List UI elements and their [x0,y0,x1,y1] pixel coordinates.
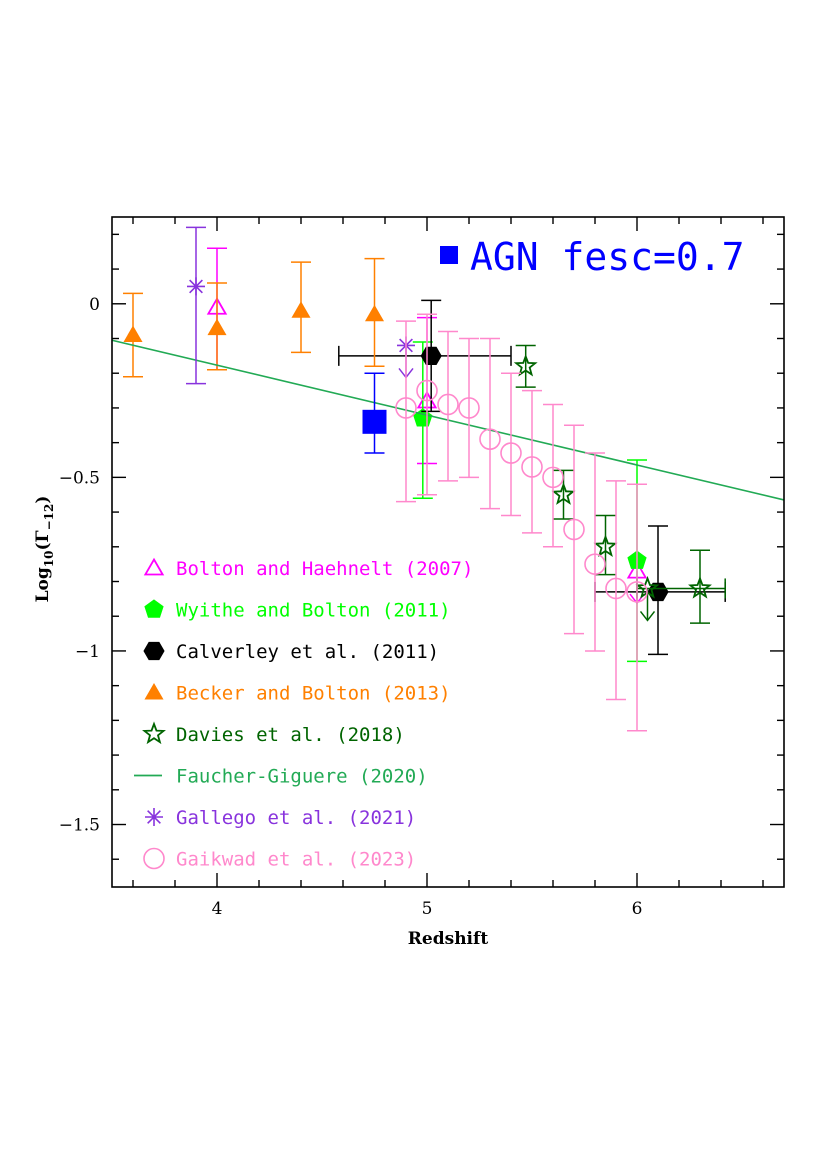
y-axis-label-open: (Γ [33,530,53,550]
legend-label: Gallego et al. (2021) [176,807,416,829]
legend-swatch [144,682,164,700]
x-tick-label: 5 [422,899,433,919]
series-8 [362,372,387,454]
series-3 [123,257,385,378]
legend-item: Calverley et al. (2011) [143,641,439,663]
data-point [207,318,227,336]
data-point [420,346,442,366]
data-point [479,428,501,450]
data-point [416,379,438,402]
data-point [437,393,459,416]
legend-label: Gaikwad et al. (2023) [176,849,416,871]
upper-limit-arrowhead [639,610,656,622]
x-axis-label: Redshift [408,929,489,949]
data-point [291,301,311,318]
legend-swatch [144,599,164,618]
data-point [395,397,417,419]
legend-label: Calverley et al. (2011) [176,641,439,663]
legend-item: Faucher-Giguere (2020) [134,766,428,788]
axis-ticks: 4 5 6 0 −0.5 −1 −1.5 [59,217,784,919]
data-point [458,397,480,419]
legend-swatch [143,847,165,870]
data-point [551,482,576,505]
y-tick-label: −1 [75,642,100,662]
legend: Bolton and Haehnelt (2007) Wyithe and Bol… [134,557,473,871]
data-point [563,518,585,541]
plot-frame [111,216,785,888]
legend-item: Bolton and Haehnelt (2007) [143,557,473,580]
y-tick-label: −0.5 [59,468,100,488]
data-point [187,277,205,296]
legend-label: Wyithe and Bolton (2011) [176,600,451,622]
y-axis-label: Log10(Γ−12) [33,496,56,603]
legend-item: Becker and Bolton (2013) [144,682,451,705]
data-point [584,553,606,575]
data-point [513,353,538,377]
data-point [593,534,618,557]
series-4 [513,344,726,624]
data-point [542,466,564,489]
legend-item: Gallego et al. (2021) [145,807,416,829]
data-point [626,581,648,603]
y-axis-label-base: Log [33,567,53,602]
legend-item: Davies et al. (2018) [142,721,405,746]
y-axis-label-sub: −12 [42,504,56,531]
data-point [500,442,522,464]
data-point [688,575,712,599]
data-point [364,304,385,322]
legend-swatch [143,641,165,661]
data-point [605,577,627,600]
legend-swatch [145,808,163,826]
title-marker [440,246,458,264]
y-axis-label-close: ) [33,496,53,504]
y-axis-label-base-sub: 10 [42,551,56,568]
legend-label: Becker and Bolton (2013) [176,683,451,705]
legend-label: Bolton and Haehnelt (2007) [176,558,473,580]
y-tick-label: 0 [89,295,100,315]
legend-swatch [142,721,166,745]
legend-swatch [143,557,165,576]
x-tick-label: 6 [632,899,643,919]
legend-item: Wyithe and Bolton (2011) [144,599,451,622]
y-tick-label: −1.5 [59,816,100,836]
data-point [362,409,387,434]
legend-label: Faucher-Giguere (2020) [176,766,428,788]
series-7 [395,313,648,732]
data-point [521,456,543,478]
chart-title: AGN fesc=0.7 [470,235,745,279]
data-point [123,325,143,343]
legend-label: Davies et al. (2018) [176,724,405,746]
x-tick-label: 4 [212,899,223,919]
legend-item: Gaikwad et al. (2023) [143,847,416,871]
plot-marks [111,226,785,732]
